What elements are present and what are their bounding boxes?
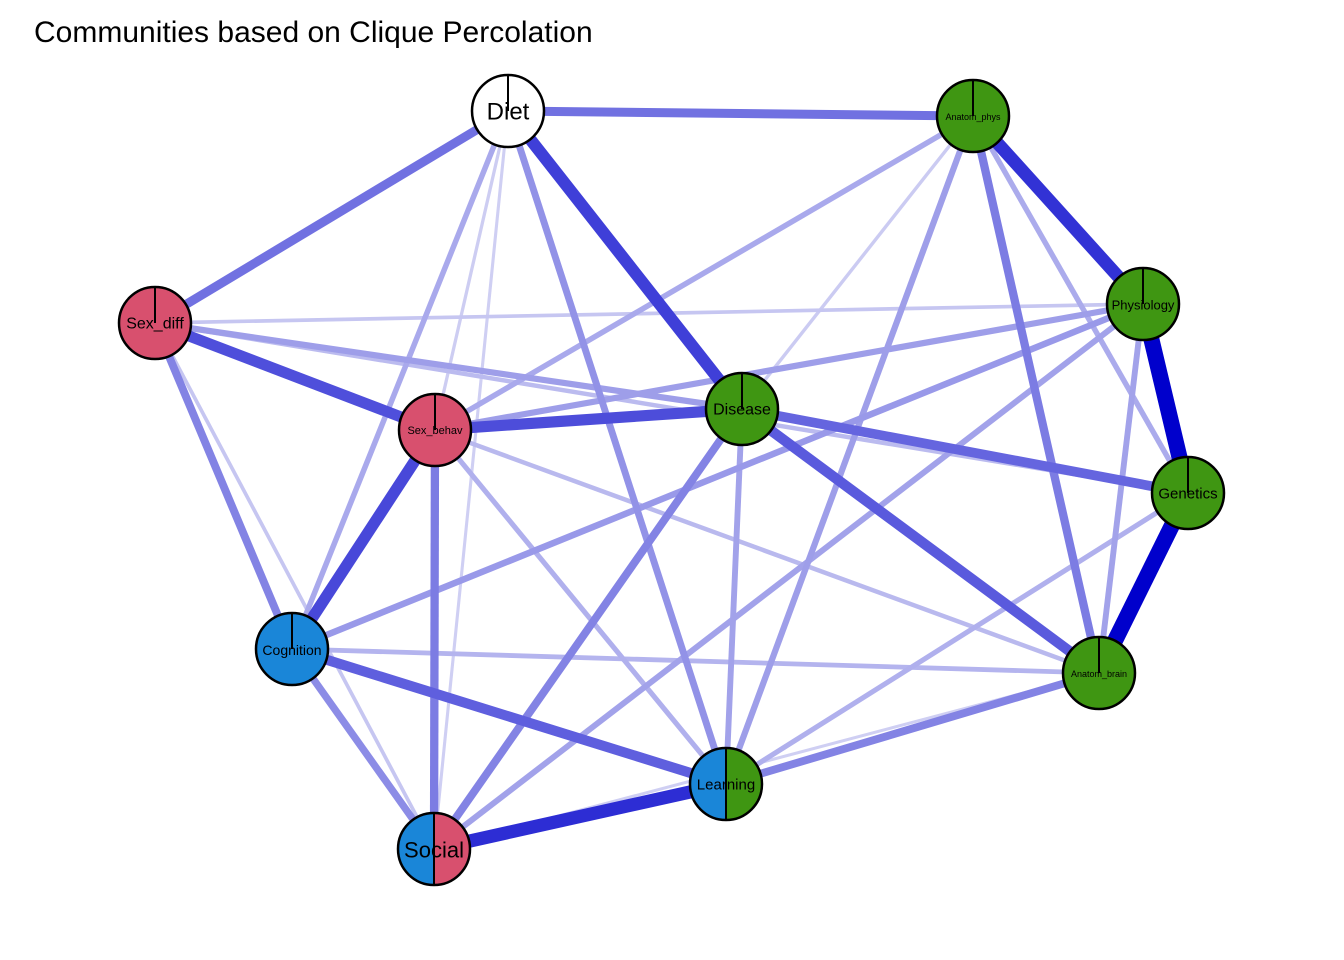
node-learning-border <box>688 746 764 822</box>
node-physiology: Physiology <box>1105 266 1181 342</box>
edge-diet-anatom_phys <box>507 106 974 121</box>
edge-learning-anatom_brain <box>724 669 1101 788</box>
edge-social-physiology <box>432 301 1145 852</box>
node-label-anatom_phys: Anatom_phys <box>945 112 1001 122</box>
edge-social-disease <box>430 406 746 852</box>
node-physiology-border <box>1105 266 1181 342</box>
edge-sex_behav-cognition <box>287 426 440 653</box>
edge-disease-genetics <box>741 404 1189 498</box>
edge-cognition-learning <box>290 644 728 789</box>
node-social-slice-pink <box>434 813 470 885</box>
edge-sex_diff-physiology <box>154 302 1144 325</box>
edge-disease-anatom_brain <box>738 404 1103 678</box>
edge-sex_diff-sex_behav <box>153 317 437 436</box>
node-sex_behav: Sex_behav <box>397 392 473 468</box>
edge-anatom_phys-learning <box>723 114 976 786</box>
node-label-disease: Disease <box>713 402 771 419</box>
node-label-genetics: Genetics <box>1158 486 1217 503</box>
node-cognition-border <box>254 611 330 687</box>
node-sex_diff-border <box>117 285 193 361</box>
node-social-slice-blue <box>398 813 434 885</box>
node-label-learning: Learning <box>697 777 755 794</box>
node-sex_behav-border <box>397 392 473 468</box>
node-learning-slice-blue <box>690 748 726 820</box>
node-label-sex_behav: Sex_behav <box>407 425 463 437</box>
node-disease: Disease <box>704 371 780 447</box>
node-label-social: Social <box>404 838 464 863</box>
edge-anatom_phys-physiology <box>968 111 1148 309</box>
edge-disease-learning <box>723 408 745 785</box>
node-genetics-border <box>1150 455 1226 531</box>
edge-social-learning <box>432 777 728 856</box>
node-label-physiology: Physiology <box>1112 298 1175 313</box>
edge-diet-sex_behav <box>433 110 510 431</box>
chart-title: Communities based on Clique Percolation <box>34 16 593 49</box>
edge-anatom_phys-genetics <box>970 114 1191 495</box>
node-anatom_phys: Anatom_phys <box>935 78 1011 154</box>
node-diet-border <box>470 73 546 149</box>
node-anatom_brain-border <box>1061 635 1137 711</box>
edge-anatom_phys-disease <box>740 114 975 411</box>
edge-sex_behav-learning <box>433 428 728 786</box>
edge-diet-learning <box>504 109 730 786</box>
node-learning-slice-green <box>726 748 762 820</box>
edge-anatom_phys-anatom_brain <box>968 115 1104 674</box>
node-disease-border <box>704 371 780 447</box>
edge-sex_behav-physiology <box>434 300 1144 434</box>
edge-cognition-anatom_brain <box>291 646 1100 676</box>
edge-sex_diff-social <box>153 322 436 850</box>
edge-physiology-anatom_brain <box>1096 303 1146 674</box>
node-cognition: Cognition <box>254 611 330 687</box>
edge-diet-social <box>432 110 510 850</box>
edge-diet-disease <box>503 107 747 413</box>
node-label-anatom_brain: Anatom_brain <box>1071 669 1127 679</box>
edge-sex_diff-disease <box>154 319 743 413</box>
node-anatom_brain: Anatom_brain <box>1061 635 1137 711</box>
edge-learning-genetics <box>724 490 1190 787</box>
edge-diet-sex_diff <box>152 107 511 327</box>
edge-sex_behav-social <box>429 429 440 850</box>
node-label-cognition: Cognition <box>262 642 321 658</box>
edge-sex_diff-cognition <box>151 321 296 651</box>
node-social-border <box>396 811 472 887</box>
node-label-diet: Diet <box>487 99 530 126</box>
node-label-sex_diff: Sex_diff <box>126 316 184 333</box>
edge-cognition-social <box>289 646 437 852</box>
edge-diet-cognition <box>289 109 511 651</box>
node-diet: Diet <box>470 73 546 149</box>
edge-layer <box>151 106 1196 856</box>
edge-cognition-physiology <box>290 300 1145 653</box>
edge-sex_behav-disease <box>434 403 743 436</box>
edge-sex_behav-anatom_brain <box>434 427 1100 676</box>
node-sex_diff: Sex_diff <box>117 285 193 361</box>
node-social: Social <box>396 811 472 887</box>
node-learning: Learning <box>688 746 764 822</box>
node-anatom_phys-border <box>935 78 1011 154</box>
node-genetics: Genetics <box>1150 455 1226 531</box>
